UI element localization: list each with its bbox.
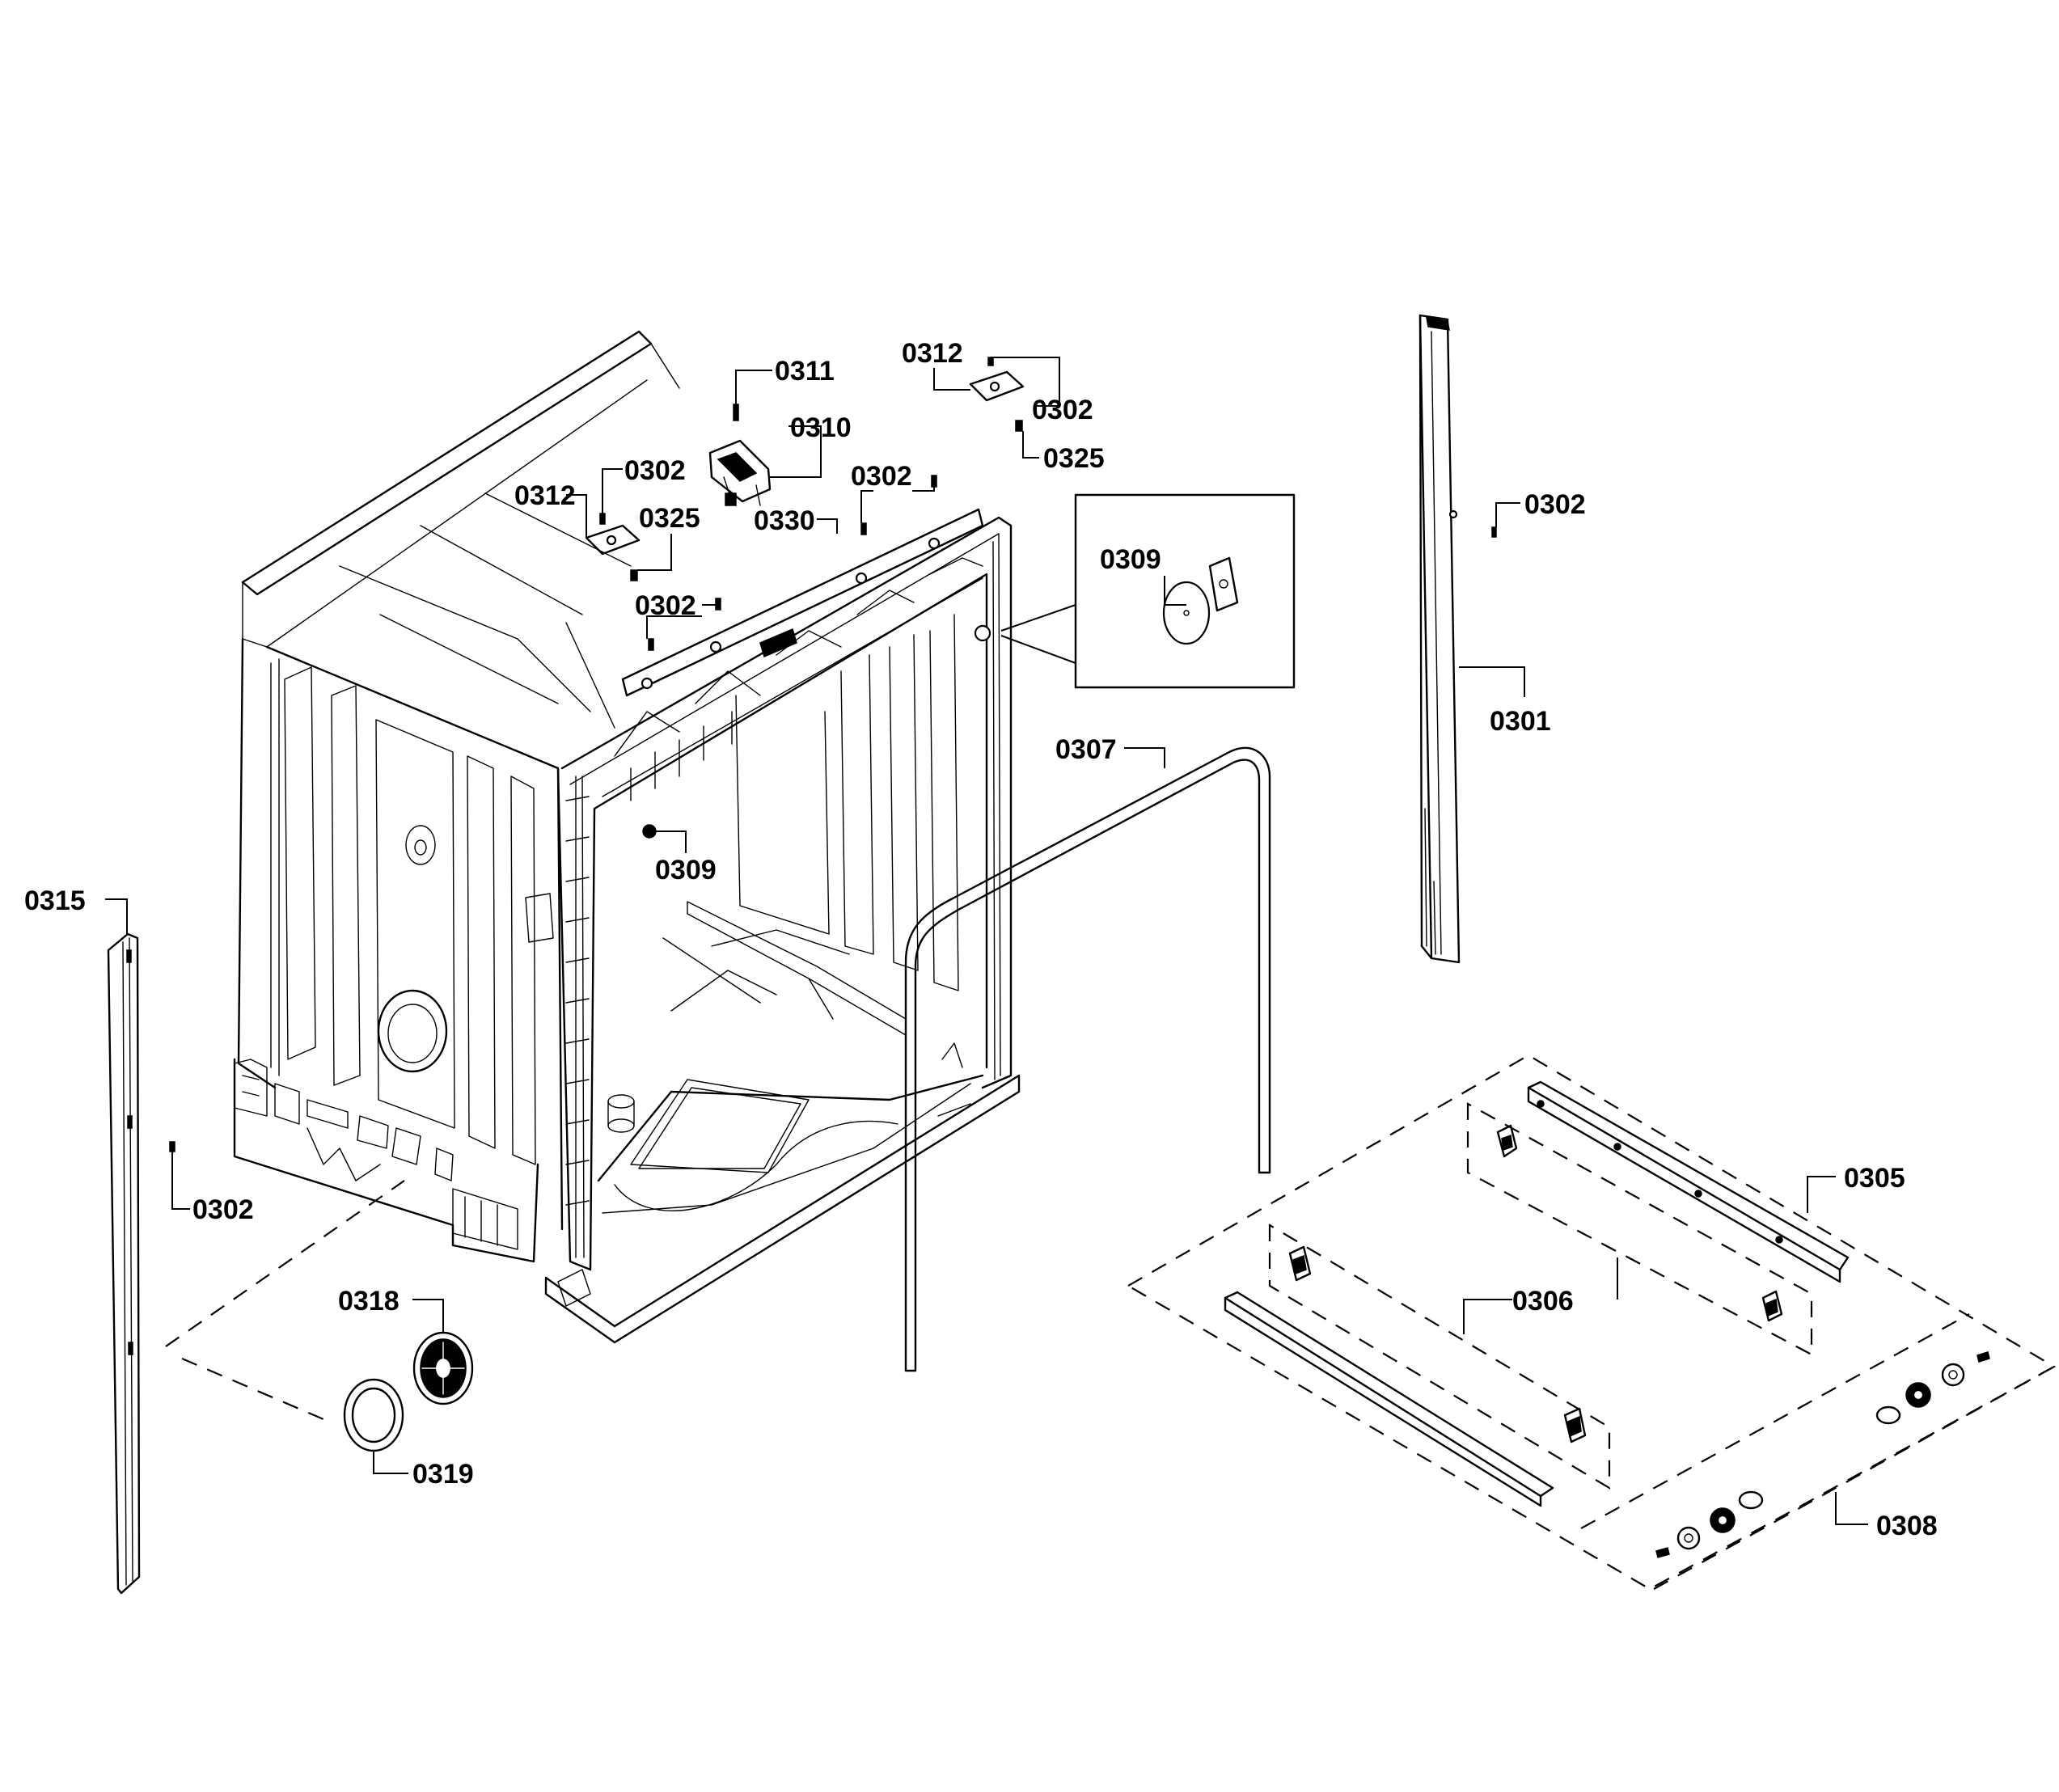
rails-assembly <box>1126 1054 2057 1591</box>
callout-0309-tub: 0309 <box>655 855 717 885</box>
callout-0308: 0308 <box>1876 1511 1938 1541</box>
callout-0302-right: 0302 <box>1524 489 1586 520</box>
callout-0312-top: 0312 <box>902 338 963 369</box>
right-side-trim <box>1418 314 1497 964</box>
callout-0312-left: 0312 <box>514 480 576 511</box>
callout-0325-left: 0325 <box>639 503 700 534</box>
callout-0302-top: 0302 <box>1032 395 1093 425</box>
callout-0318: 0318 <box>338 1286 400 1317</box>
door-gasket <box>904 746 1271 1372</box>
callout-labels: 0311 0310 0312 0302 0325 0312 0302 0325 … <box>24 338 1938 1541</box>
callout-0301: 0301 <box>1490 706 1551 737</box>
callout-0305: 0305 <box>1844 1163 1905 1194</box>
callout-0319: 0319 <box>412 1459 474 1490</box>
leader-lines <box>105 357 1868 1525</box>
plug-detail-inset <box>1000 493 1296 689</box>
callout-0309-inset: 0309 <box>1100 544 1161 575</box>
left-side-trim <box>107 932 175 1595</box>
callout-0302-low: 0302 <box>635 590 696 621</box>
callout-0325-top: 0325 <box>1043 443 1105 474</box>
callout-0311: 0311 <box>775 356 835 387</box>
callout-0302-left: 0302 <box>624 455 686 486</box>
callout-0307: 0307 <box>1055 734 1117 765</box>
callout-0302-mid: 0302 <box>851 461 912 492</box>
callout-0330: 0330 <box>754 505 815 536</box>
callout-0310: 0310 <box>790 412 852 443</box>
callout-0302-side: 0302 <box>192 1194 254 1225</box>
tub-assembly <box>233 330 1025 1344</box>
callout-0306: 0306 <box>1512 1286 1574 1317</box>
callout-0315: 0315 <box>24 885 86 916</box>
